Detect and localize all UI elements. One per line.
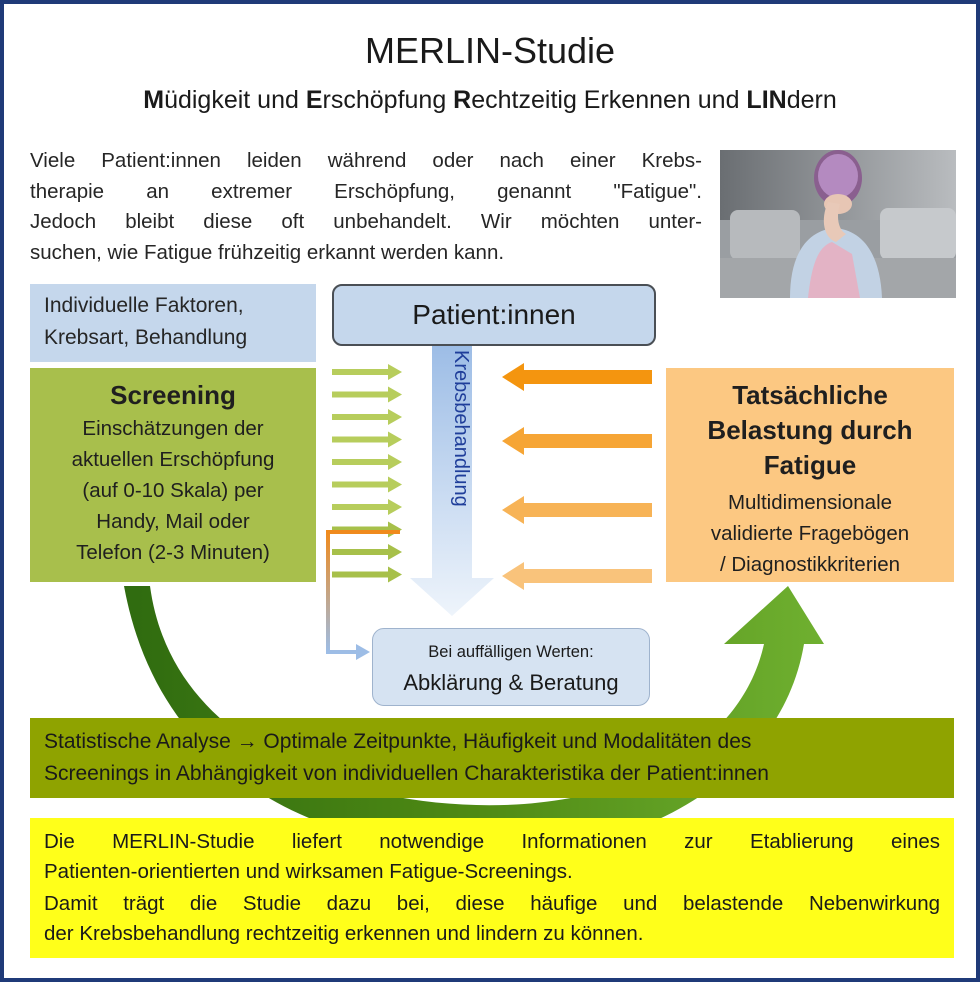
intro-line: Viele Patient:innen leiden während oder … bbox=[30, 149, 702, 172]
treatment-text: Krebsbehandlung bbox=[450, 350, 472, 507]
screening-line: Handy, Mail oder bbox=[96, 510, 250, 533]
screening-line: aktuellen Erschöpfung bbox=[71, 448, 275, 471]
green-right-arrow bbox=[332, 521, 402, 538]
orange-left-arrows bbox=[502, 363, 652, 590]
burden-heading-line: Tatsächliche bbox=[732, 380, 888, 410]
acronym-letter: M bbox=[143, 86, 165, 114]
factors-line: Individuelle Faktoren, bbox=[44, 294, 244, 317]
orange-left-arrow bbox=[502, 562, 652, 590]
subtitle-text: dern bbox=[786, 86, 837, 114]
screening-line: (auf 0-10 Skala) per bbox=[82, 479, 264, 502]
orange-left-arrow bbox=[502, 363, 652, 391]
woman-photo bbox=[720, 150, 956, 298]
poster-subtitle: Müdigkeit und Erschöpfung Rechtzeitig Er… bbox=[4, 86, 976, 115]
green-right-arrow bbox=[332, 566, 402, 583]
intro-line: Jedoch bleibt diese oft unbehandelt. Wir… bbox=[30, 210, 702, 233]
factors-box: Individuelle Faktoren, Krebsart, Behandl… bbox=[30, 284, 316, 362]
green-right-arrow bbox=[332, 476, 402, 493]
poster-frame: MERLIN-Studie Müdigkeit und Erschöpfung … bbox=[4, 4, 976, 978]
clarify-action: Abklärung & Beratung bbox=[403, 670, 619, 695]
green-right-arrows bbox=[332, 364, 402, 583]
screening-box: Screening Einschätzungen der aktuellen E… bbox=[30, 368, 316, 582]
green-right-arrow bbox=[332, 409, 402, 425]
clarify-condition: Bei auffälligen Werten: bbox=[428, 643, 594, 661]
green-right-arrow bbox=[332, 544, 402, 560]
orange-left-arrow bbox=[502, 427, 652, 455]
intro-line: therapie an extremer Erschöpfung, genann… bbox=[30, 179, 702, 203]
screening-line: Einschätzungen der bbox=[82, 417, 264, 440]
burden-heading-line: Belastung durch bbox=[707, 415, 913, 445]
stats-line: Screenings in Abhängigkeit von individue… bbox=[44, 762, 769, 785]
green-right-arrow bbox=[332, 431, 402, 448]
subtitle-text: rschöpfung bbox=[322, 86, 454, 114]
treatment-label: Krebsbehandlung bbox=[436, 350, 472, 560]
conclusion-line: Damit trägt die Studie dazu bei, diese h… bbox=[44, 892, 940, 915]
burden-line: Multidimensionale bbox=[727, 491, 893, 514]
stats-box: Statistische Analyse → Optimale Zeitpunk… bbox=[30, 718, 954, 798]
subtitle-text: üdigkeit und bbox=[164, 86, 306, 114]
screening-line: Telefon (2-3 Minuten) bbox=[76, 541, 270, 564]
green-right-arrow bbox=[332, 454, 402, 470]
burden-line: validierte Fragebögen bbox=[710, 522, 910, 545]
clarify-box: Bei auffälligen Werten: Abklärung & Bera… bbox=[372, 628, 650, 706]
burden-box: Tatsächliche Belastung durch Fatigue Mul… bbox=[666, 368, 954, 582]
acronym-letter: R bbox=[453, 86, 472, 114]
elbow-arrow bbox=[326, 530, 400, 660]
stats-line: Statistische Analyse → Optimale Zeitpunk… bbox=[44, 730, 752, 753]
green-right-arrow bbox=[332, 364, 402, 380]
intro-paragraph: Viele Patient:innen leiden während oder … bbox=[30, 146, 702, 268]
orange-left-arrow bbox=[502, 496, 652, 524]
acronym-letter: E bbox=[305, 86, 323, 114]
burden-line: / Diagnostikkriterien bbox=[719, 553, 900, 576]
subtitle-text: echtzeitig Erkennen und bbox=[471, 86, 747, 114]
patients-box: Patient:innen bbox=[332, 284, 656, 346]
conclusion-line: der Krebsbehandlung rechtzeitig erkennen… bbox=[44, 922, 644, 945]
factors-line: Krebsart, Behandlung bbox=[44, 326, 248, 349]
burden-heading-line: Fatigue bbox=[763, 450, 857, 480]
conclusion-line: Patienten-orientierten und wirksamen Fat… bbox=[44, 860, 573, 883]
green-right-arrow bbox=[332, 499, 402, 515]
screening-heading: Screening bbox=[110, 380, 236, 410]
green-right-arrow bbox=[332, 386, 402, 403]
blue-down-arrow bbox=[410, 346, 494, 616]
acronym-letter: LIN bbox=[746, 86, 787, 114]
poster-title: MERLIN-Studie bbox=[364, 30, 616, 71]
conclusion-line: Die MERLIN-Studie liefert notwendige Inf… bbox=[44, 830, 940, 853]
intro-line: suchen, wie Fatigue frühzeitig erkannt w… bbox=[30, 240, 505, 264]
conclusion-box: Die MERLIN-Studie liefert notwendige Inf… bbox=[30, 818, 954, 958]
